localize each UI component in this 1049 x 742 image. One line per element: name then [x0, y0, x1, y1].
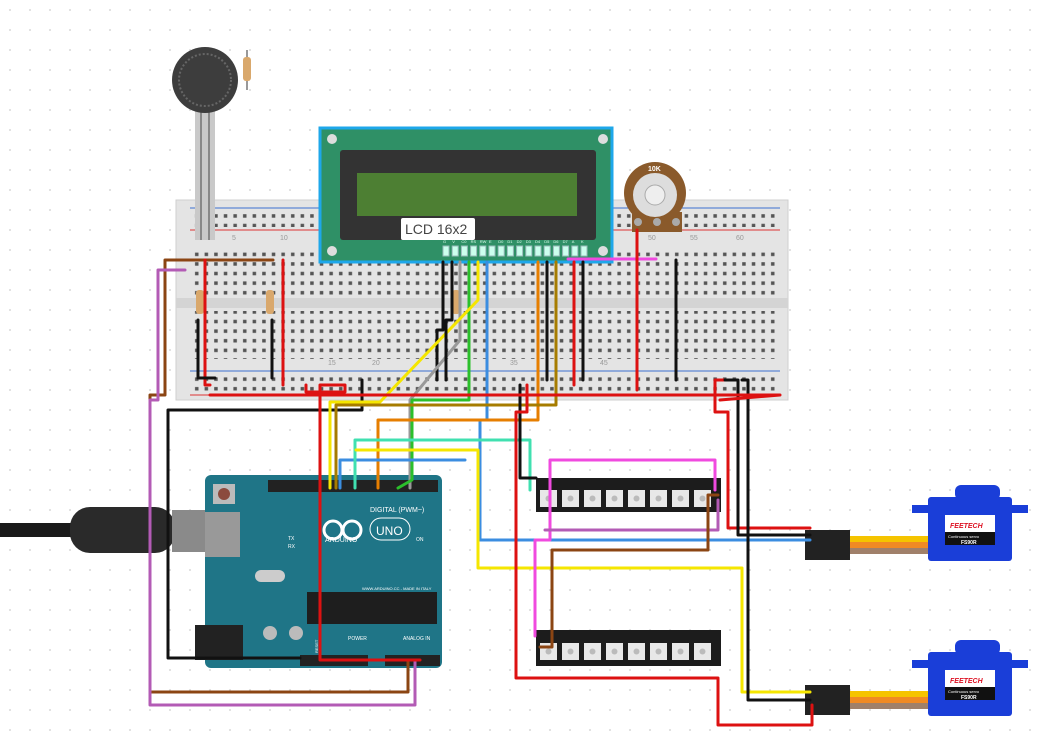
led-die-icon — [655, 648, 662, 655]
led-die-icon — [567, 648, 574, 655]
tx-label: TX — [288, 536, 295, 542]
lcd-pin-label: D3 — [526, 239, 532, 244]
lcd-pin-label: G — [443, 239, 446, 244]
potentiometer[interactable]: 10K — [624, 162, 686, 232]
lcd-pin[interactable] — [460, 245, 468, 257]
on-label: ON — [416, 537, 424, 543]
reset-label: RESET — [314, 639, 319, 653]
lcd-pin-label: D2 — [517, 239, 523, 244]
lcd-pin-label: D0 — [498, 239, 504, 244]
lcd-screen — [357, 173, 577, 216]
digital-header — [268, 480, 438, 492]
led-die-icon — [655, 495, 662, 502]
arduino-uno[interactable]: DIGITAL (PWM~) ARDUINO UNO ON TX RX WWW.… — [195, 475, 442, 668]
led-die-icon — [633, 495, 640, 502]
bb-col-5: 5 — [232, 235, 236, 242]
lcd-pin[interactable] — [580, 245, 588, 257]
atmega-chip — [307, 592, 437, 624]
led-die-icon — [589, 495, 596, 502]
servo-model: FS90R — [961, 540, 977, 546]
resistor[interactable] — [452, 290, 460, 314]
led-die-icon — [677, 495, 684, 502]
led-die-icon — [611, 495, 618, 502]
bb-col-35: 35 — [510, 360, 518, 367]
lcd-pin-label: D4 — [535, 239, 541, 244]
bb-col-50: 50 — [648, 235, 656, 242]
servo-type: Continuous servo — [948, 689, 980, 694]
lcd-pin-label: D6 — [553, 239, 559, 244]
lcd-pin[interactable] — [516, 245, 524, 257]
analog-label: ANALOG IN — [403, 636, 431, 642]
bb-col-10: 10 — [280, 235, 288, 242]
lcd-pin[interactable] — [525, 245, 533, 257]
digital-label: DIGITAL (PWM~) — [370, 507, 424, 514]
lcd-pin[interactable] — [470, 245, 478, 257]
lcd-pin[interactable] — [479, 245, 487, 257]
neopixel-strip[interactable] — [536, 630, 721, 666]
lcd-pin-label: D1 — [507, 239, 513, 244]
servo-brand: FEETECH — [950, 523, 984, 530]
reset-button[interactable] — [218, 488, 230, 500]
lcd-pin[interactable] — [506, 245, 514, 257]
lcd-pin-label: RS — [471, 239, 477, 244]
servo-brand: FEETECH — [950, 678, 984, 685]
led-die-icon — [611, 648, 618, 655]
lcd-pin[interactable] — [543, 245, 551, 257]
lcd-label-box — [401, 218, 475, 240]
bb-col-20: 20 — [372, 360, 380, 367]
site-label: WWW.ARDUINO.CC - MADE IN ITALY — [362, 586, 432, 591]
wires[interactable] — [148, 228, 814, 727]
led-die-icon — [545, 648, 552, 655]
resistor[interactable] — [196, 290, 204, 314]
lcd-label: LCD 16x2 — [405, 221, 467, 237]
lcd-pin[interactable] — [552, 245, 560, 257]
led-die-icon — [677, 648, 684, 655]
lcd-pin-label: D5 — [544, 239, 550, 244]
servo-connector[interactable] — [805, 530, 850, 560]
lcd-pin[interactable] — [488, 245, 496, 257]
lcd-pin[interactable] — [562, 245, 570, 257]
servo-model: FS90R — [961, 695, 977, 701]
pot-value: 10K — [648, 166, 661, 173]
lcd-pin-label: D7 — [563, 239, 569, 244]
bb-col-60: 60 — [736, 235, 744, 242]
lcd-pin-label: A — [572, 239, 575, 244]
arduino-brand: ARDUINO — [325, 537, 358, 544]
led-die-icon — [699, 648, 706, 655]
resistor[interactable] — [266, 290, 274, 314]
lcd-pin-label: V — [452, 239, 455, 244]
force-sensor[interactable] — [172, 47, 238, 240]
lcd-pin[interactable] — [442, 245, 450, 257]
lcd-pin[interactable] — [534, 245, 542, 257]
led-die-icon — [567, 495, 574, 502]
resistor[interactable] — [243, 50, 251, 90]
power-label: POWER — [348, 636, 367, 642]
neopixel-strip[interactable] — [536, 478, 721, 512]
lcd-pin[interactable] — [497, 245, 505, 257]
lcd-pin-label: K — [581, 239, 584, 244]
bb-col-15: 15 — [328, 360, 336, 367]
led-die-icon — [699, 495, 706, 502]
rx-label: RX — [288, 544, 296, 550]
lcd-pin-label: C0 — [461, 239, 467, 244]
lcd-pin[interactable] — [451, 245, 459, 257]
lcd-pin-label: E — [489, 239, 492, 244]
led-die-icon — [633, 648, 640, 655]
bb-col-55: 55 — [690, 235, 698, 242]
bb-col-45: 45 — [600, 360, 608, 367]
led-die-icon — [589, 648, 596, 655]
arduino-model: UNO — [376, 524, 403, 538]
lcd-pin-label: RW — [480, 239, 487, 244]
lcd-pin[interactable] — [571, 245, 579, 257]
servo-type: Continuous servo — [948, 534, 980, 539]
